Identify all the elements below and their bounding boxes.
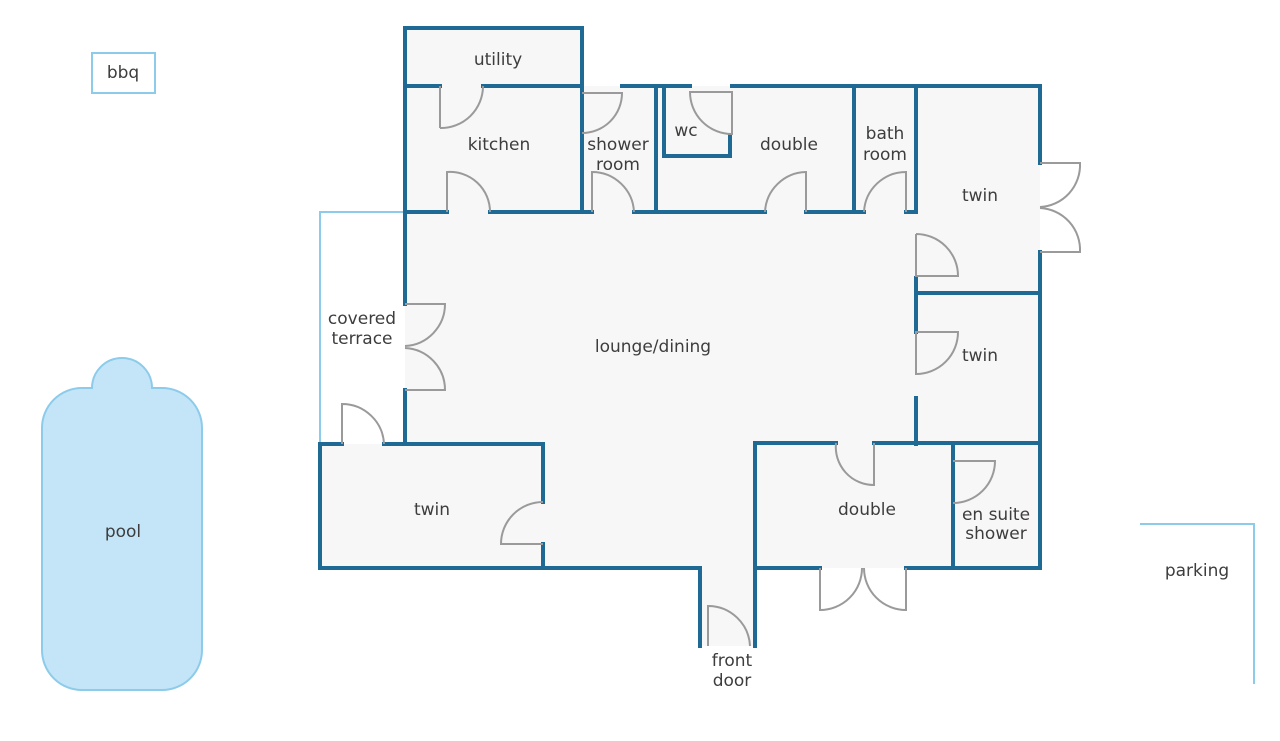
label-shower-room-line1: shower [587, 135, 648, 155]
label-covered-terrace-line1: covered [328, 309, 396, 329]
label-en-suite-line1: en suite [962, 505, 1030, 525]
label-bbq: bbq [107, 63, 139, 83]
bbq-outline [91, 52, 156, 94]
label-en-suite-line2: shower [965, 524, 1026, 544]
label-twin-left: twin [414, 500, 450, 520]
label-covered-terrace-line2: terrace [331, 329, 392, 349]
label-lounge-dining: lounge/dining [595, 337, 711, 357]
label-twin-right-top: twin [962, 186, 998, 206]
label-double-top: double [760, 135, 818, 155]
label-kitchen: kitchen [468, 135, 531, 155]
label-utility: utility [474, 50, 522, 70]
parking-outline [1140, 523, 1255, 684]
label-bathroom-line1: bath [866, 124, 905, 144]
label-pool: pool [105, 522, 141, 542]
covered-terrace-outline [319, 211, 405, 444]
label-front-door-line2: door [713, 671, 752, 691]
room-labels: utility kitchen shower room wc double ba… [105, 50, 1229, 691]
label-twin-right-mid: twin [962, 346, 998, 366]
floor-area [320, 28, 1040, 646]
walls [318, 26, 1042, 648]
label-parking: parking [1165, 561, 1229, 581]
pool-shape [41, 357, 203, 691]
label-front-door-line1: front [712, 651, 753, 671]
doors [341, 85, 1082, 647]
label-double-bottom: double [838, 500, 896, 520]
label-bathroom-line2: room [863, 145, 907, 165]
label-wc: wc [674, 121, 697, 141]
label-shower-room-line2: room [596, 155, 640, 175]
